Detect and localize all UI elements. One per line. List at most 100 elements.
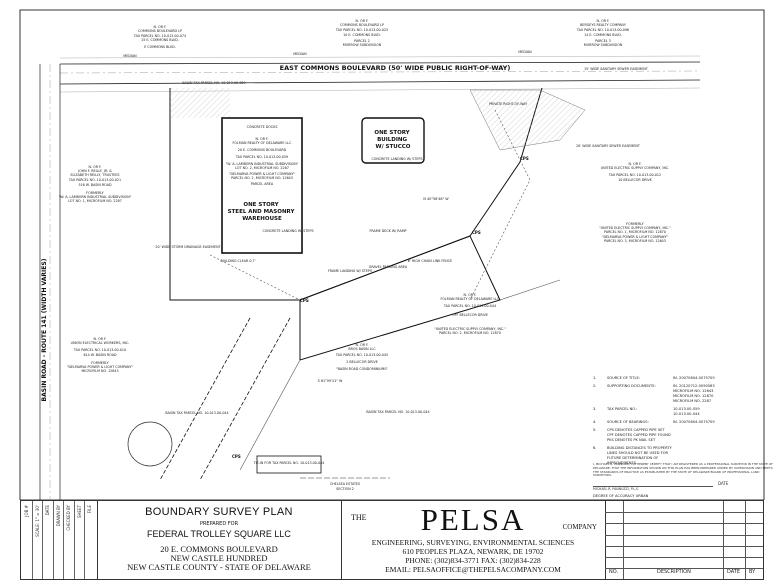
note-row: 3.TAX PARCEL NO.:10-013.00-059 10-013.00… bbox=[593, 407, 778, 417]
signature-date: DATE bbox=[718, 481, 729, 486]
paved-area bbox=[469, 89, 586, 151]
side-column-divider bbox=[73, 501, 75, 579]
plan-label: PARCEL NO. 1, MICROFILM NO. 12870 bbox=[604, 230, 666, 234]
revision-row-line bbox=[605, 523, 763, 525]
plan-label: MEDIAN bbox=[123, 54, 137, 58]
note-label: CPS DENOTES CAPPED PIPE SET CPF DENOTES … bbox=[607, 428, 671, 442]
plan-label: CONCRETE DOCKS bbox=[247, 125, 278, 129]
plan-label: TAX PARCEL NO. 10-013.00-044 bbox=[443, 304, 496, 308]
plan-title: BOUNDARY SURVEY PLAN bbox=[145, 506, 293, 518]
plan-label: N. OR F. bbox=[154, 25, 167, 29]
street-title: EAST COMMONS BOULEVARD (50' WIDE PUBLIC … bbox=[280, 64, 511, 72]
cps-marker: CPS bbox=[472, 230, 481, 235]
stucco-building: ONE STORY BUILDING W/ STUCCO bbox=[361, 117, 425, 164]
firm-address: 610 PEOPLES PLAZA, NEWARK, DE 19702 bbox=[402, 547, 544, 556]
plan-label: MORROW SUBDIVISION bbox=[343, 43, 382, 47]
plan-label: TAX PARCEL NO. 10-013.00-021 bbox=[68, 178, 121, 182]
side-info-column: DRAWN BY bbox=[55, 505, 61, 527]
plan-label: PARCEL 3 bbox=[595, 39, 611, 43]
tax-parcel-044-boundary bbox=[159, 235, 561, 481]
prepared-for-label: PREPARED FOR bbox=[199, 521, 239, 527]
plan-label: MEDIAN bbox=[518, 50, 532, 54]
plan-label: N. OR F. bbox=[89, 165, 102, 169]
side-column-divider bbox=[52, 501, 54, 579]
plan-label: CHELSEA ESTATES bbox=[330, 482, 360, 486]
plan-label: "DELMARVA POWER & LIGHT COMPANY" bbox=[67, 365, 134, 369]
plan-label: 14 E. COMMONS BLVD. bbox=[584, 33, 622, 37]
plan-label: BERGEYS REALTY COMPANY bbox=[580, 23, 627, 27]
plan-label: FOLMAN REALTY OF DELAWARE LLC bbox=[441, 297, 501, 301]
firm-services: ENGINEERING, SURVEYING, ENVIRONMENTAL SC… bbox=[371, 538, 575, 547]
warehouse-title: ONE STORY STEEL AND MASONRY WAREHOUSE bbox=[228, 202, 297, 222]
side-info-column: SHEET bbox=[76, 505, 82, 519]
note-number: 4. bbox=[593, 420, 597, 424]
revision-table: NO. DESCRIPTION DATE BY bbox=[605, 501, 763, 579]
plan-label: N. OR F. bbox=[629, 162, 642, 166]
plan-label: ELIZABETH REILLY, TRUSTEES bbox=[70, 173, 119, 177]
plan-label: SECTION 2 bbox=[336, 487, 354, 491]
plan-label: PARCEL NO. 3, MICROFILM NO. 12643 bbox=[604, 239, 666, 243]
plan-label: 20' WIDE SANITARY SEWER EASEMENT bbox=[576, 144, 641, 148]
side-info-column: DATE bbox=[45, 505, 50, 516]
side-info-column: CHECKED BY bbox=[66, 505, 71, 531]
cps-marker: CPS bbox=[232, 454, 241, 459]
revision-col-line bbox=[623, 501, 624, 579]
note-value: IN. 20120712-0090583 MICROFILM NO. 12643… bbox=[673, 384, 715, 403]
side-column-divider bbox=[31, 501, 33, 579]
signature-line bbox=[593, 486, 713, 487]
plan-label: MORROW SUBDIVISION bbox=[584, 43, 623, 47]
plan-label: PARCEL NO. 2, MICROFILM NO. 12870 bbox=[439, 331, 501, 335]
revision-row-line bbox=[605, 545, 763, 547]
revision-row-line bbox=[605, 534, 763, 536]
firm-cell: THE PELSA COMPANY ENGINEERING, SURVEYING… bbox=[341, 501, 606, 579]
note-label: BUILDING DISTANCES TO PROPERTY LINES SHO… bbox=[607, 446, 672, 465]
county-state: NEW CASTLE COUNTY - STATE OF DELAWARE bbox=[127, 562, 311, 572]
plan-label: MICROFILM NO. 12643 bbox=[81, 369, 118, 373]
plan-label: PARCEL 2 bbox=[354, 39, 370, 43]
plan-label: OFF BELLECOR DRIVE bbox=[452, 313, 488, 317]
note-row: 6.BUILDING DISTANCES TO PROPERTY LINES S… bbox=[593, 446, 778, 466]
revision-header: NO. bbox=[609, 569, 619, 575]
stucco-title: ONE STORY BUILDING W/ STUCCO bbox=[374, 130, 411, 150]
plan-label: N. OR F. bbox=[464, 293, 477, 297]
revision-header: BY bbox=[749, 569, 756, 575]
note-value: IN. 20070604-0075709 bbox=[673, 376, 715, 380]
bearing-label: N 40°58'48" W bbox=[423, 197, 449, 201]
plan-label: TAX PARCEL NO. 10-013.00-096 bbox=[576, 28, 629, 32]
revision-header: DESCRIPTION bbox=[657, 569, 691, 575]
plan-label: UNITED ELECTRIC SUPPLY COMPANY, INC. bbox=[601, 166, 670, 170]
plan-label: "DELMARVA POWER & LIGHT COMPANY" bbox=[229, 172, 296, 176]
revision-col-line bbox=[745, 501, 746, 579]
plan-label: COMMONS BOULEVARD LP bbox=[138, 29, 182, 33]
plan-label: 10 BELLECOR DRIVE bbox=[618, 178, 652, 182]
plan-label: BROS BASIN LLC bbox=[348, 347, 376, 351]
site-address: 20 E. COMMONS BOULEVARD bbox=[160, 544, 278, 554]
revision-header: DATE bbox=[727, 569, 741, 575]
plan-label: N. OR F. bbox=[256, 137, 269, 141]
cps-marker: CPS bbox=[520, 156, 529, 161]
east-commons-boulevard: EAST COMMONS BOULEVARD (50' WIDE PUBLIC … bbox=[59, 55, 701, 93]
client-name: FEDERAL TROLLEY SQUARE LLC bbox=[147, 529, 291, 539]
side-column-divider bbox=[63, 501, 64, 579]
plan-label: FOLMAN REALTY OF DELAWARE LLC bbox=[233, 141, 293, 145]
plan-label: BASIN TAX PARCEL NO. 10-013.00-044 bbox=[366, 410, 429, 414]
plan-label: 15 E. COMMONS BLVD. bbox=[141, 38, 179, 42]
plan-label: "UNITED ELECTRIC SUPPLY COMPANY, INC." bbox=[599, 226, 671, 230]
plan-label: E COMMONS BLVD. bbox=[144, 45, 176, 49]
plan-label: "DELMARVA POWER & LIGHT COMPANY" bbox=[602, 235, 669, 239]
firm-name: PELSA bbox=[420, 502, 526, 537]
side-column-divider bbox=[84, 501, 85, 579]
plan-label: TAX PARCEL NO. 10-013.00-010 bbox=[73, 348, 126, 352]
basin-road-route-141: BASIN ROAD - ROUTE 141 (WIDTH VARIES) bbox=[39, 64, 61, 500]
plan-label: TAX PARCEL NO. 10-013.00-045 bbox=[335, 353, 388, 357]
note-number: 1. bbox=[593, 376, 597, 380]
signature-label: MICHAEL R. PANNUZZI, P.L.S. bbox=[593, 487, 639, 491]
plan-label: N. OR F. bbox=[356, 19, 369, 23]
plan-label: "UNITED ELECTRIC SUPPLY COMPANY, INC." bbox=[434, 327, 506, 331]
plan-label: TAX PARCEL NO. 10-013.00-012 bbox=[608, 173, 661, 177]
plan-label: "W. A. LAMBORN INDUSTRIAL SUBDIVISION" bbox=[226, 162, 299, 166]
basin-road-label: BASIN ROAD - ROUTE 141 (WIDTH VARIES) bbox=[41, 258, 48, 401]
note-number: 5. bbox=[593, 428, 597, 432]
